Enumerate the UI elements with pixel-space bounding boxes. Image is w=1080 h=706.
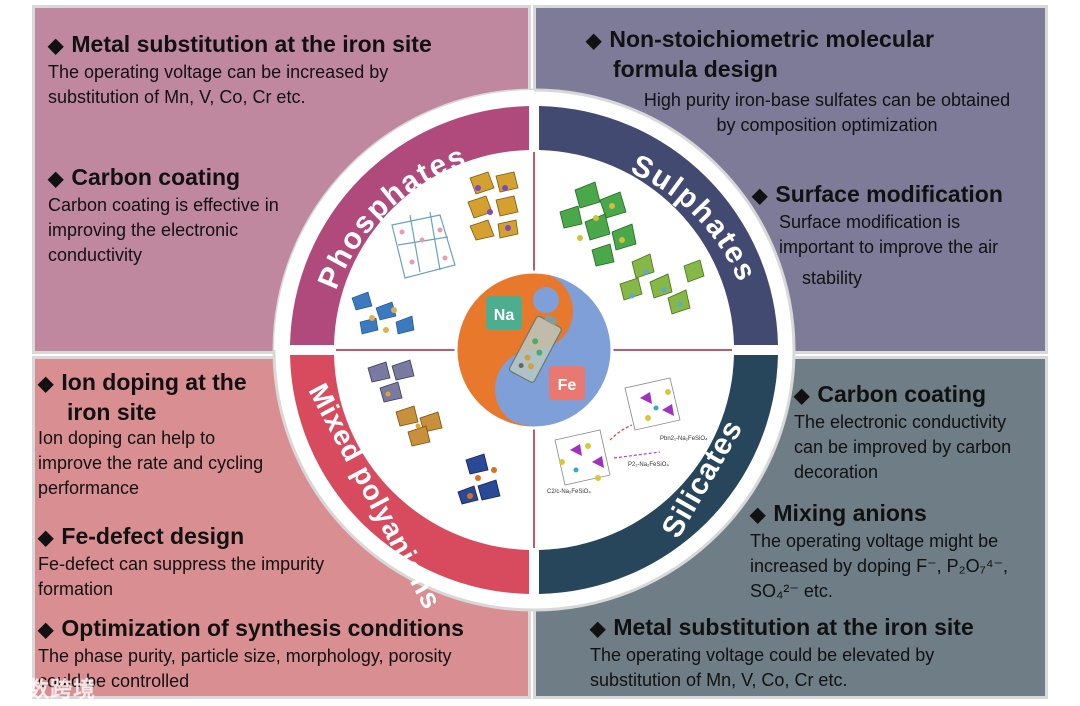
diamond-bullet-icon: ◆ bbox=[48, 35, 64, 57]
br-carbon-coating: ◆Carbon coating The electronic conductiv… bbox=[794, 381, 1012, 482]
na-badge bbox=[486, 296, 522, 330]
silicates-label-b: P2₁-Na₂FeSiO₄ bbox=[628, 462, 669, 468]
tr-non-stoichiometric-body: High purity iron-base sulfates can be ob… bbox=[643, 90, 1011, 135]
diamond-bullet-icon: ◆ bbox=[38, 373, 54, 395]
sulphates-structure-illustration bbox=[559, 181, 705, 315]
silicates-structure-illustration: C2/c-Na₂FeSiO₄ P2₁-Na₂FeSiO₄ Pbn2₁-Na₂Fe… bbox=[547, 377, 708, 495]
diamond-bullet-icon: ◆ bbox=[590, 618, 606, 640]
phosphates-structure-illustration bbox=[351, 171, 519, 335]
tr-non-stoichiometric: ◆Non-stoichiometric molecular formula de… bbox=[586, 26, 935, 82]
watermark: 六数跨境 bbox=[4, 677, 97, 702]
battery-icon bbox=[508, 314, 562, 383]
bl-ion-doping: ◆Ion doping at the iron site Ion doping … bbox=[38, 369, 264, 498]
ring-segment-mixed bbox=[290, 355, 529, 594]
fe-badge bbox=[549, 366, 585, 400]
ring-segment-phosphates bbox=[290, 106, 529, 345]
br-metal-substitution: ◆Metal substitution at the iron site The… bbox=[590, 614, 974, 690]
center-yin-yang bbox=[456, 272, 612, 428]
na-label: Na bbox=[494, 307, 515, 324]
silicates-label-c: Pbn2₁-Na₂FeSiO₄ bbox=[660, 436, 708, 442]
diamond-bullet-icon: ◆ bbox=[38, 527, 54, 549]
ring-segment-sulphates bbox=[539, 106, 778, 345]
diamond-bullet-icon: ◆ bbox=[38, 619, 54, 641]
tl-metal-substitution: ◆Metal substitution at the iron site The… bbox=[48, 31, 432, 107]
diamond-bullet-icon: ◆ bbox=[48, 168, 64, 190]
tl-carbon-coating: ◆Carbon coating Carbon coating is effect… bbox=[48, 164, 279, 265]
bl-synthesis-conditions: ◆Optimization of synthesis conditions Th… bbox=[38, 615, 464, 691]
bl-fe-defect: ◆Fe-defect design Fe-defect can suppress… bbox=[38, 523, 325, 599]
diamond-bullet-icon: ◆ bbox=[750, 504, 766, 526]
silicates-label-a: C2/c-Na₂FeSiO₄ bbox=[547, 489, 591, 495]
fe-label: Fe bbox=[558, 377, 577, 394]
ring-segment-silicates bbox=[539, 355, 778, 594]
diamond-bullet-icon: ◆ bbox=[586, 30, 602, 52]
diamond-bullet-icon: ◆ bbox=[794, 385, 810, 407]
diamond-bullet-icon: ◆ bbox=[752, 185, 768, 207]
mixed-polyanions-structure-illustration bbox=[367, 359, 501, 505]
br-mixing-anions: ◆Mixing anions The operating voltage mig… bbox=[750, 500, 1009, 601]
tr-surface-modification: ◆Surface modification Surface modificati… bbox=[752, 181, 1003, 288]
